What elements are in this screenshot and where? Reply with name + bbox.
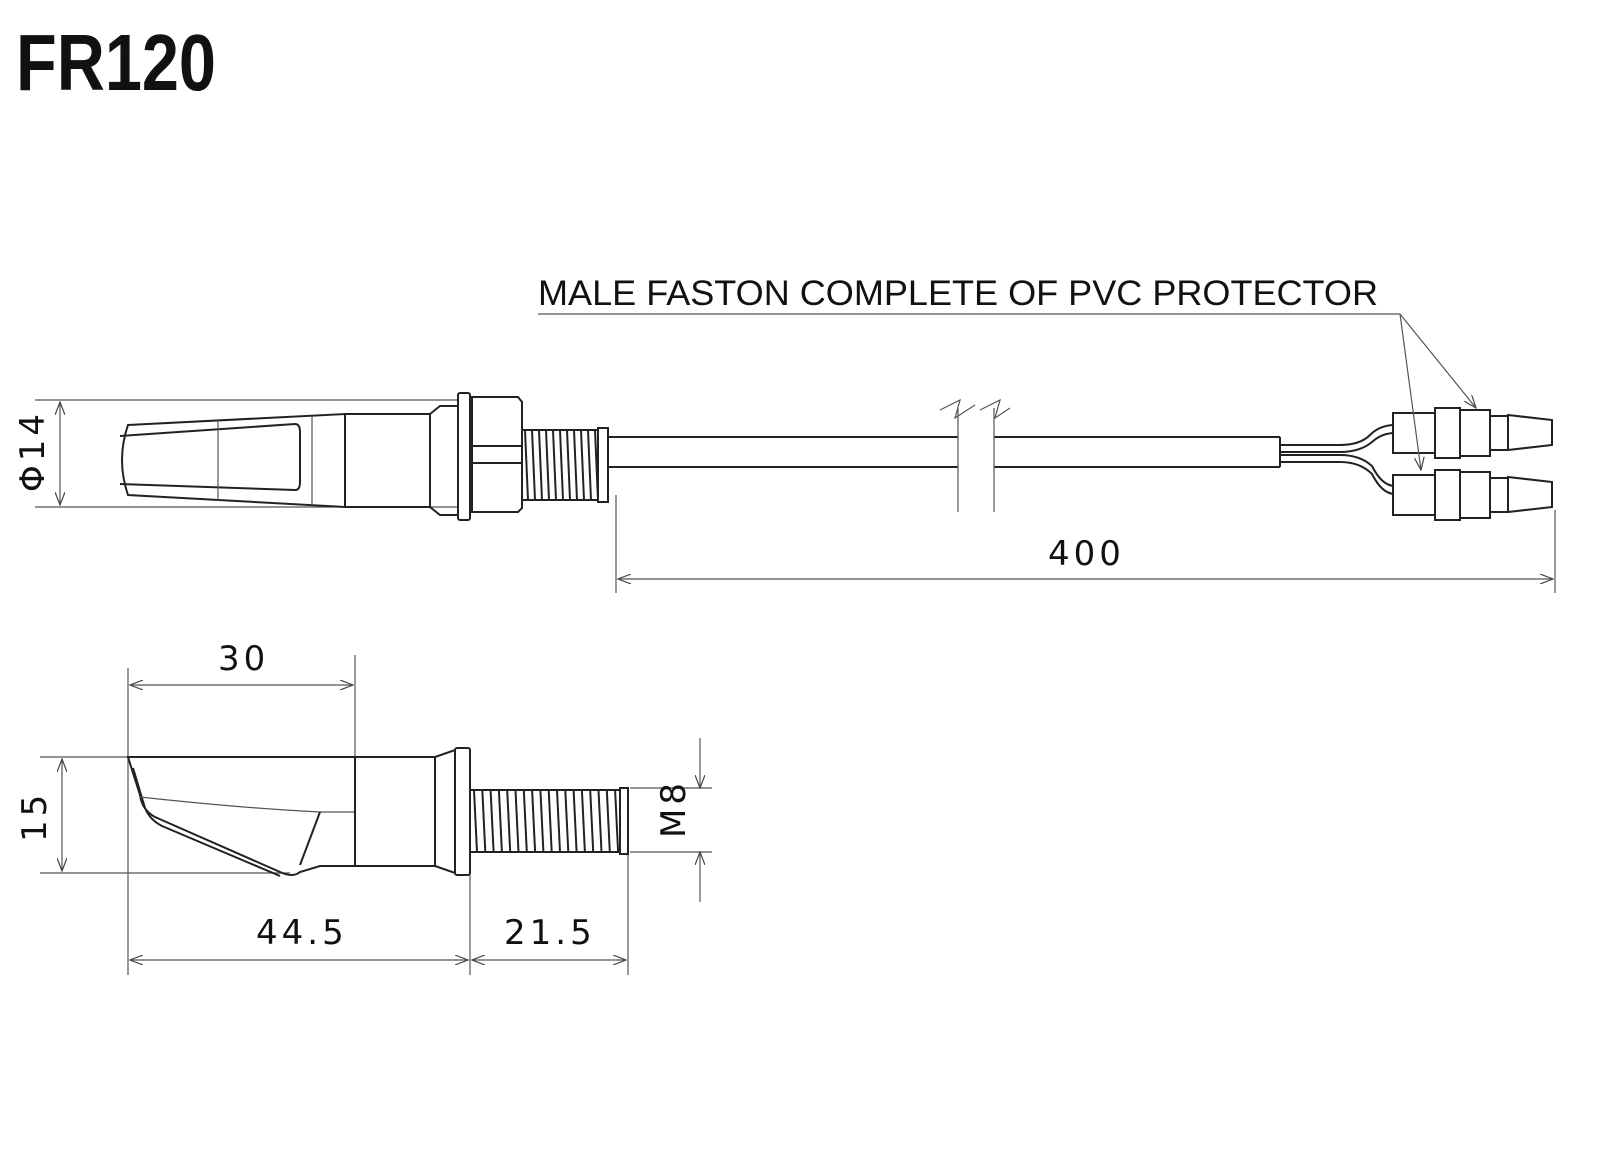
- body-length-label: 44.5: [256, 913, 348, 953]
- thread-line: [531, 789, 537, 853]
- thread-line: [524, 429, 529, 501]
- thread-line: [506, 789, 512, 853]
- thread-line: [545, 429, 550, 501]
- thread-line: [572, 789, 578, 853]
- thread-line: [559, 429, 564, 501]
- nut: [471, 396, 523, 513]
- faston-connector-top: [1392, 407, 1553, 459]
- height-label: 15: [15, 791, 55, 842]
- side-view: 30 15 44.5 21.5 M8: [15, 639, 712, 975]
- thread-line: [531, 429, 536, 501]
- thread-line: [614, 789, 620, 853]
- thread-length-label: 21.5: [504, 913, 596, 953]
- thread-line: [564, 789, 570, 853]
- thread-line: [587, 429, 592, 501]
- thread-size-label: M8: [654, 779, 694, 838]
- thread-side: [469, 789, 621, 853]
- thread-line: [552, 429, 557, 501]
- faston-callout-label: MALE FASTON COMPLETE OF PVC PROTECTOR: [538, 274, 1378, 313]
- thread-line: [522, 789, 528, 853]
- thread-line: [489, 789, 495, 853]
- thread-line: [473, 789, 478, 853]
- top-view: Φ14: [13, 274, 1556, 593]
- thread-line: [539, 789, 545, 853]
- thread-line: [573, 429, 578, 501]
- faston-connector-bottom: [1392, 469, 1553, 521]
- diameter-label: Φ14: [13, 410, 53, 492]
- cable-length-label: 400: [1048, 534, 1125, 574]
- thread-line: [547, 789, 553, 853]
- lens-side: [126, 756, 356, 876]
- thread-line: [580, 429, 585, 501]
- thread-line: [514, 789, 520, 853]
- thread-line: [605, 789, 611, 853]
- product-title: FR120: [16, 18, 216, 107]
- thread-line: [589, 789, 595, 853]
- thread-line: [556, 789, 561, 853]
- lens-length-label: 30: [218, 639, 269, 679]
- thread-line: [538, 429, 543, 501]
- thread-line: [497, 789, 503, 853]
- thread-line: [481, 789, 487, 853]
- thread-line: [566, 429, 571, 501]
- thread-line: [597, 789, 603, 853]
- thread-line: [580, 789, 586, 853]
